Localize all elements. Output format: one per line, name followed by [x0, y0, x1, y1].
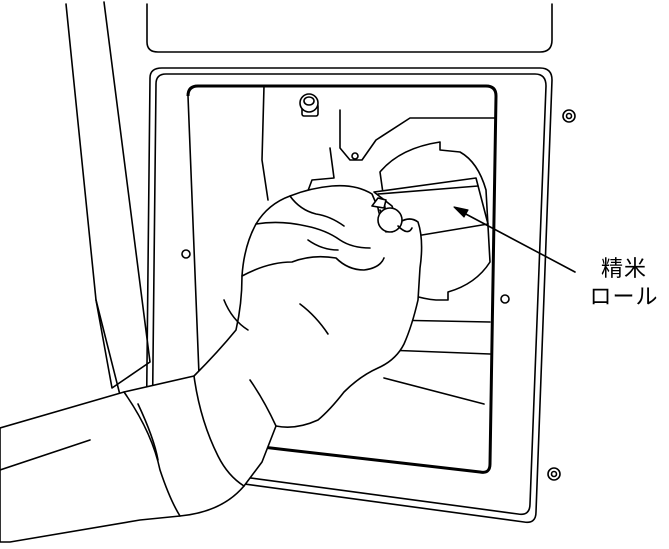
- hand-illustration: [0, 186, 422, 542]
- callout-label-line-2: ロール: [584, 284, 664, 312]
- screw-icon: [548, 468, 560, 480]
- screw-icon: [501, 295, 509, 303]
- screw-icon: [563, 110, 575, 122]
- upper-cover-panel: [147, 4, 552, 52]
- cabinet-side-panel: [66, 2, 150, 395]
- callout-label-line-1: 精米: [584, 256, 664, 284]
- knob-icon: [300, 94, 318, 116]
- screw-icon: [182, 250, 190, 258]
